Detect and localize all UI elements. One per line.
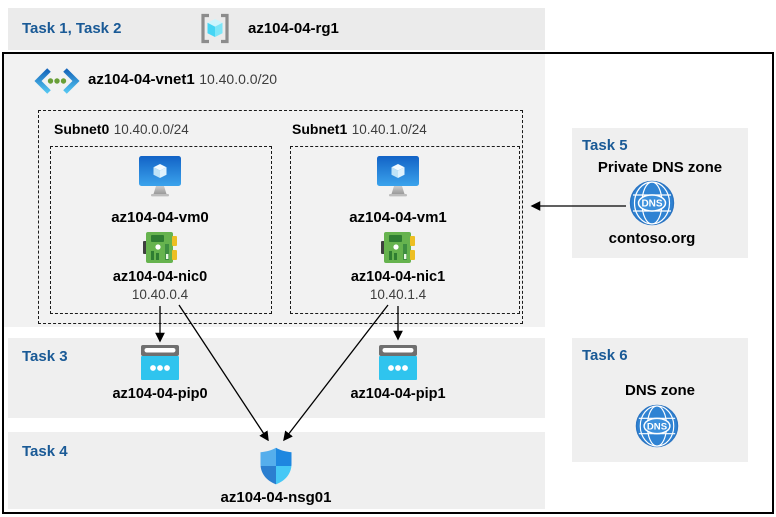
pip0-name: az104-04-pip0 bbox=[112, 386, 208, 402]
nsg-shield-icon bbox=[259, 447, 293, 485]
nic0-icon bbox=[143, 230, 178, 265]
nic0-name: az104-04-nic0 bbox=[112, 269, 208, 285]
dns-zone-icon: DNS bbox=[635, 404, 679, 448]
pip1-name: az104-04-pip1 bbox=[350, 386, 446, 402]
resource-group-icon bbox=[198, 12, 232, 45]
nic0-ip: 10.40.0.4 bbox=[131, 287, 189, 302]
private-dns-zone-name: contoso.org bbox=[608, 230, 696, 247]
pip0-icon bbox=[141, 345, 179, 380]
task-1-2-label: Task 1, Task 2 bbox=[22, 20, 122, 37]
subnet1-box bbox=[290, 146, 520, 314]
resource-group-name: az104-04-rg1 bbox=[248, 20, 339, 37]
vnet-region bbox=[4, 54, 545, 327]
vnet-cidr: 10.40.0.0/20 bbox=[199, 71, 278, 87]
vnet-name: az104-04-vnet1 bbox=[88, 71, 195, 88]
nic1-name: az104-04-nic1 bbox=[350, 269, 446, 285]
vm1-icon bbox=[377, 156, 419, 198]
vnet-title: az104-04-vnet1 10.40.0.0/20 bbox=[88, 71, 277, 89]
task6-label: Task 6 bbox=[582, 347, 628, 364]
task3-band: Task 3 bbox=[8, 338, 545, 418]
nic1-icon bbox=[381, 230, 416, 265]
subnet0-name: Subnet0 bbox=[54, 121, 110, 137]
dns-icon-text: DNS bbox=[641, 199, 662, 210]
resource-group-band: Task 1, Task 2 az104-04-rg1 bbox=[8, 8, 545, 50]
dns-icon-text: DNS bbox=[647, 421, 667, 432]
subnet0-cidr: 10.40.0.0/24 bbox=[113, 122, 189, 137]
nsg-name: az104-04-nsg01 bbox=[220, 489, 332, 506]
subnet1-title: Subnet1 10.40.1.0/24 bbox=[292, 121, 427, 139]
task6-box: Task 6 DNS zone DNS bbox=[572, 338, 748, 462]
subnets-group-box bbox=[38, 110, 523, 324]
subnet0-box bbox=[50, 146, 272, 314]
private-dns-icon: DNS bbox=[629, 180, 675, 226]
vm0-icon bbox=[139, 156, 181, 198]
vm0-name: az104-04-vm0 bbox=[111, 209, 209, 226]
nic1-ip: 10.40.1.4 bbox=[369, 287, 427, 302]
dns-zone-title: DNS zone bbox=[624, 382, 695, 399]
task3-label: Task 3 bbox=[22, 348, 68, 365]
subnet0-title: Subnet0 10.40.0.0/24 bbox=[54, 121, 189, 139]
task5-box: Task 5 Private DNS zone DNS contoso.org bbox=[572, 128, 748, 258]
subnet1-name: Subnet1 bbox=[292, 121, 348, 137]
pip1-icon bbox=[379, 345, 417, 380]
private-dns-zone-title: Private DNS zone bbox=[597, 159, 723, 176]
vnet-icon bbox=[34, 67, 80, 95]
task4-label: Task 4 bbox=[22, 443, 68, 460]
subnet1-cidr: 10.40.1.0/24 bbox=[351, 122, 427, 137]
vm1-name: az104-04-vm1 bbox=[349, 209, 447, 226]
task5-label: Task 5 bbox=[582, 137, 628, 154]
